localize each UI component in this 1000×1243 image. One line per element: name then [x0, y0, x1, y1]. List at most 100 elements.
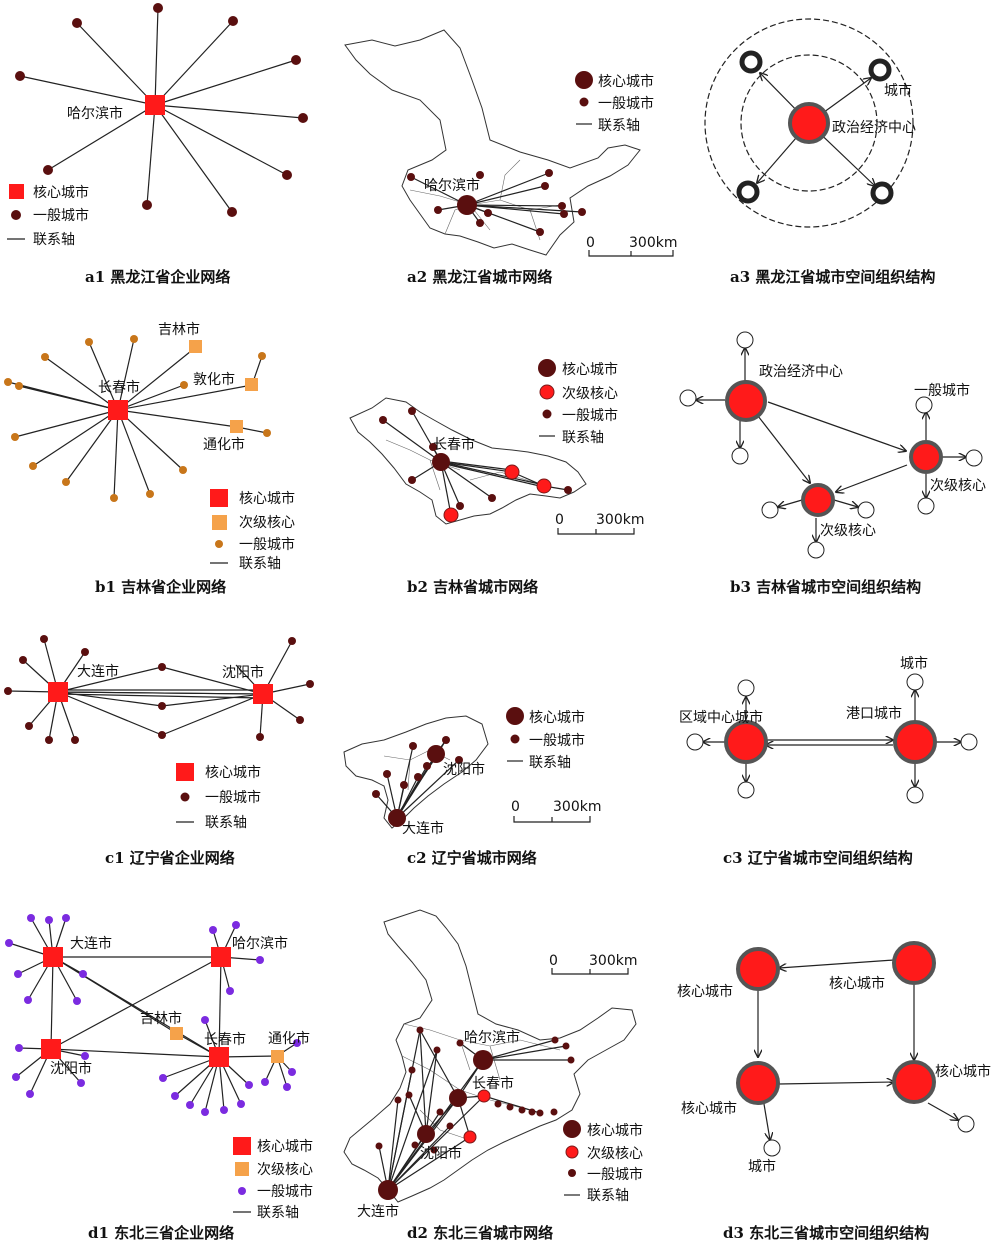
svg-text:大连市: 大连市 [70, 935, 112, 952]
svg-text:哈尔滨市: 哈尔滨市 [232, 935, 288, 952]
svg-text:政治经济中心: 政治经济中心 [832, 120, 916, 136]
svg-text:核心城市: 核心城市 [935, 1063, 991, 1080]
svg-text:联系轴: 联系轴 [257, 1205, 299, 1221]
d2-legend: 核心城市 次级核心 一般城市 联系轴 [563, 1120, 643, 1204]
svg-text:核心城市: 核心城市 [598, 73, 654, 90]
panel-b3-spatial-structure: 政治经济中心 一般城市 次级核心 次级核心 b3 吉林省城市空间组织结构 [679, 331, 986, 596]
svg-text:核心城市: 核心城市 [587, 1122, 643, 1139]
a1-core-square-harbin [145, 95, 165, 115]
caption-d2: d2 东北三省城市网络 [407, 1224, 553, 1242]
caption-c1: c1 辽宁省企业网络 [105, 849, 235, 867]
svg-text:次级核心: 次级核心 [562, 386, 618, 402]
caption-a2: a2 黑龙江省城市网络 [407, 268, 552, 286]
svg-text:核心城市: 核心城市 [205, 764, 261, 781]
svg-text:核心城市: 核心城市 [829, 975, 885, 992]
d1-legend: 核心城市 次级核心 一般城市 联系轴 [233, 1137, 313, 1221]
caption-b1: b1 吉林省企业网络 [95, 578, 226, 596]
panel-b2-city-network: 长春市 核心城市 次级核心 一般城市 联系轴 0 300km b2 吉林省城市网… [349, 359, 644, 596]
caption-b3: b3 吉林省城市空间组织结构 [730, 578, 921, 596]
caption-b2: b2 吉林省城市网络 [407, 578, 538, 596]
svg-text:一般城市: 一般城市 [914, 382, 970, 399]
svg-text:大连市: 大连市 [402, 820, 444, 837]
panel-d3-spatial-structure: 核心城市 核心城市 核心城市 核心城市 城市 d3 东北三省城市空间组织结构 [677, 941, 991, 1242]
caption-d3: d3 东北三省城市空间组织结构 [723, 1224, 929, 1242]
svg-text:通化市: 通化市 [203, 436, 245, 453]
svg-text:哈尔滨市: 哈尔滨市 [424, 177, 480, 194]
svg-text:一般城市: 一般城市 [529, 732, 585, 749]
svg-text:核心城市: 核心城市 [239, 490, 295, 507]
svg-text:大连市: 大连市 [77, 663, 119, 680]
b2-legend: 核心城市 次级核心 一般城市 联系轴 [538, 359, 618, 446]
panel-d1-enterprise-network: 大连市 哈尔滨市 吉林市 长春市 通化市 沈阳市 核心城市 次级核心 一般城市 … [5, 914, 313, 1242]
svg-text:300km: 300km [629, 235, 677, 251]
svg-text:一般城市: 一般城市 [239, 536, 295, 553]
svg-text:通化市: 通化市 [268, 1030, 310, 1047]
svg-text:港口城市: 港口城市 [846, 705, 902, 722]
svg-text:长春市: 长春市 [433, 436, 475, 453]
svg-text:次级核心: 次级核心 [930, 478, 986, 494]
c1-legend: 核心城市 一般城市 联系轴 [176, 763, 261, 831]
c2-liaoning-map [343, 715, 489, 829]
caption-c3: c3 辽宁省城市空间组织结构 [723, 849, 913, 867]
a2-core-node-harbin [457, 195, 477, 215]
b1-core-square-changchun [108, 400, 128, 420]
panel-a1-enterprise-network: 哈尔滨市 核心城市 一般城市 联系轴 a1 黑龙江省企业网络 [7, 3, 308, 286]
svg-text:哈尔滨市: 哈尔滨市 [464, 1029, 520, 1046]
svg-text:联系轴: 联系轴 [587, 1188, 629, 1204]
b2-jilin-map [349, 397, 587, 525]
a2-legend: 核心城市 一般城市 联系轴 [575, 71, 654, 134]
svg-text:城市: 城市 [884, 82, 912, 99]
c2-core-node-shenyang [427, 745, 445, 763]
caption-a3: a3 黑龙江省城市空间组织结构 [730, 268, 935, 286]
svg-text:联系轴: 联系轴 [598, 118, 640, 134]
a1-legend: 核心城市 一般城市 联系轴 [7, 184, 89, 248]
caption-a1: a1 黑龙江省企业网络 [85, 268, 230, 286]
svg-text:一般城市: 一般城市 [562, 407, 618, 424]
svg-text:沈阳市: 沈阳市 [443, 761, 485, 778]
svg-text:沈阳市: 沈阳市 [50, 1060, 92, 1077]
a1-label-harbin: 哈尔滨市 [67, 105, 123, 122]
panel-a2-city-network: 哈尔滨市 核心城市 一般城市 联系轴 0 300km a2 黑龙江省城市网络 [344, 29, 677, 286]
svg-text:0: 0 [555, 512, 564, 528]
a3-center-node [788, 102, 830, 144]
svg-text:次级核心: 次级核心 [820, 523, 876, 539]
svg-text:区域中心城市: 区域中心城市 [679, 709, 763, 726]
b2-scale-bar: 0 300km [555, 512, 644, 535]
svg-text:联系轴: 联系轴 [33, 232, 75, 248]
svg-text:吉林市: 吉林市 [158, 321, 200, 338]
svg-text:核心城市: 核心城市 [33, 184, 89, 201]
svg-text:0: 0 [511, 799, 520, 815]
caption-d1: d1 东北三省企业网络 [88, 1224, 234, 1242]
svg-text:核心城市: 核心城市 [257, 1138, 313, 1155]
svg-text:0: 0 [549, 953, 558, 969]
svg-text:联系轴: 联系轴 [239, 556, 281, 572]
panel-c3-spatial-structure: 城市 区域中心城市 港口城市 c3 辽宁省城市空间组织结构 [679, 655, 978, 867]
b1-legend: 核心城市 次级核心 一般城市 联系轴 [210, 489, 295, 572]
svg-text:次级核心: 次级核心 [587, 1146, 643, 1162]
a2-scale-bar: 0 300km [586, 235, 677, 257]
panel-b1-enterprise-network: 长春市 吉林市 敦化市 通化市 核心城市 次级核心 一般城市 联系轴 b1 吉林… [4, 321, 295, 596]
svg-text:大连市: 大连市 [357, 1203, 399, 1220]
a2-heilongjiang-map [344, 29, 641, 256]
svg-text:联系轴: 联系轴 [529, 755, 571, 771]
svg-text:次级核心: 次级核心 [239, 515, 295, 531]
svg-text:核心城市: 核心城市 [677, 983, 733, 1000]
c2-scale-bar: 0 300km [511, 799, 601, 823]
svg-text:政治经济中心: 政治经济中心 [759, 364, 843, 380]
svg-text:次级核心: 次级核心 [257, 1162, 313, 1178]
svg-text:长春市: 长春市 [204, 1031, 246, 1048]
svg-text:0: 0 [586, 235, 595, 251]
svg-text:300km: 300km [596, 512, 644, 528]
b2-core-node-changchun [432, 453, 450, 471]
svg-text:300km: 300km [553, 799, 601, 815]
d2-scale-bar: 0 300km [549, 953, 637, 975]
svg-text:300km: 300km [589, 953, 637, 969]
svg-text:敦化市: 敦化市 [193, 371, 235, 388]
svg-text:联系轴: 联系轴 [562, 430, 604, 446]
panel-c1-enterprise-network: 大连市 沈阳市 核心城市 一般城市 联系轴 c1 辽宁省企业网络 [4, 635, 314, 867]
c1-core-square-shenyang [253, 684, 273, 704]
svg-text:沈阳市: 沈阳市 [222, 664, 264, 681]
svg-text:一般城市: 一般城市 [598, 95, 654, 112]
svg-text:长春市: 长春市 [98, 379, 140, 396]
